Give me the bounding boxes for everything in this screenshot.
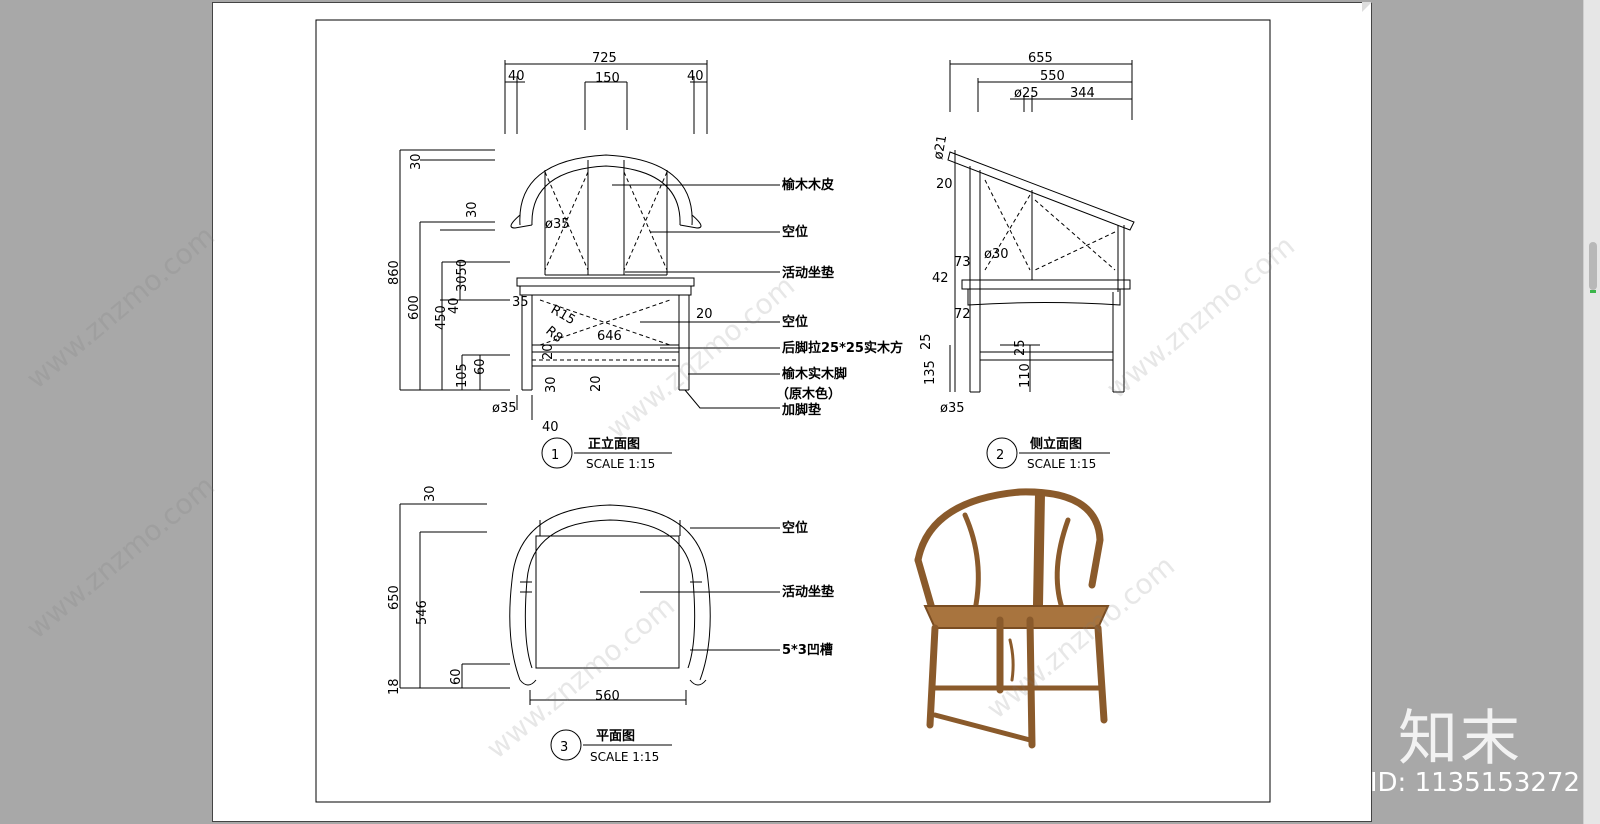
label-plan-empty: 空位 [782,520,808,536]
dim-30-plan: 30 [423,485,438,502]
view-1-marker: 1 正立面图 SCALE 1:15 [541,436,672,471]
view-3-scale: SCALE 1:15 [590,750,659,764]
dim-d21: ø21 [931,134,950,161]
dim-73: 73 [954,255,971,270]
dim-20-side: 20 [936,177,953,192]
dim-550: 550 [1040,69,1065,84]
dim-r8: R8 [542,324,565,347]
dim-42: 42 [932,271,949,286]
view-3-number: 3 [560,740,568,755]
dim-d35-side: ø35 [940,401,965,416]
dim-344: 344 [1070,86,1095,101]
label-cushion: 活动坐垫 [782,265,834,281]
dim-3050: 3050 [455,259,470,292]
dim-40-v: 40 [447,297,462,314]
dim-546: 546 [415,600,430,625]
dim-60: 60 [473,358,488,375]
page-fold [1362,2,1372,12]
dim-right-40: 40 [687,69,704,84]
label-groove: 5*3凹槽 [782,642,833,658]
drawing-page [212,2,1372,822]
label-plan-cushion: 活动坐垫 [782,584,834,600]
label-foot-pad: 加脚垫 [781,402,821,418]
front-elevation [399,60,780,420]
dim-d35-left: ø35 [492,401,517,416]
dim-60-plan: 60 [449,668,464,685]
plan-labels: 空位 活动坐垫 5*3凹槽 [782,520,834,658]
dim-d30-side: ø30 [984,247,1009,262]
dim-35: 35 [512,295,529,310]
dim-20-stretcher: 20 [541,343,556,360]
view-1-scale: SCALE 1:15 [586,457,655,471]
image-id: ID: 1135153272 [1369,768,1580,798]
dim-105: 105 [455,363,470,388]
dim-25-stretcher: 25 [1013,339,1028,356]
plan-dim-text: 30 650 546 60 18 560 [387,485,620,704]
dim-646: 646 [597,329,622,344]
dim-18: 18 [387,678,402,695]
label-empty-2: 空位 [782,314,808,330]
scrollbar-marker [1590,290,1596,293]
front-labels: 榆木木皮 空位 活动坐垫 空位 后脚拉25*25实木方 榆木实木脚 （原木色） … [776,177,903,418]
label-rear-stretcher: 后脚拉25*25实木方 [782,340,903,356]
dim-30-top: 30 [409,153,424,170]
dim-20: 20 [696,307,713,322]
plan-view [399,503,780,705]
dim-30: 30 [465,201,480,218]
dim-650: 650 [387,585,402,610]
dim-40-bottom: 40 [542,420,559,435]
label-elm-bark: 榆木木皮 [782,177,834,193]
dim-725: 725 [592,51,617,66]
front-dim-text: 725 40 150 40 860 600 450 105 60 30 30 3… [387,51,713,435]
drawing-frame [315,19,1271,803]
dim-25-side: 25 [919,333,934,350]
dim-72: 72 [954,307,971,322]
dim-150: 150 [595,71,620,86]
chair-photo [914,488,1110,749]
view-2-scale: SCALE 1:15 [1027,457,1096,471]
dim-860: 860 [387,260,402,285]
dim-left-40: 40 [508,69,525,84]
dim-d25: ø25 [1014,86,1039,101]
side-dim-text: 655 550 ø25 344 ø21 20 ø30 73 42 72 25 1… [919,51,1095,416]
brand-logo: 知末 [1398,704,1522,774]
view-2-marker: 2 侧立面图 SCALE 1:15 [986,436,1110,471]
dim-110: 110 [1018,363,1033,388]
label-empty-1: 空位 [782,224,808,240]
label-original-color: （原木色） [776,386,841,402]
dim-600: 600 [407,295,422,320]
side-elevation [947,60,1135,393]
view-3-title: 平面图 [596,729,635,744]
dim-d35-arm: ø35 [545,217,570,232]
dim-30-leg: 30 [544,376,559,393]
dim-450: 450 [434,305,449,330]
view-1-title: 正立面图 [588,436,640,452]
dim-20-leg: 20 [589,375,604,392]
view-2-title: 侧立面图 [1030,436,1082,452]
dim-135: 135 [923,360,938,385]
dim-655: 655 [1028,51,1053,66]
view-2-number: 2 [996,448,1004,463]
dim-560: 560 [595,689,620,704]
scrollbar-thumb[interactable] [1589,242,1597,290]
view-1-number: 1 [551,448,559,463]
label-elm-leg: 榆木实木脚 [782,366,847,382]
vertical-scrollbar[interactable] [1583,0,1600,824]
view-3-marker: 3 平面图 SCALE 1:15 [550,729,672,764]
